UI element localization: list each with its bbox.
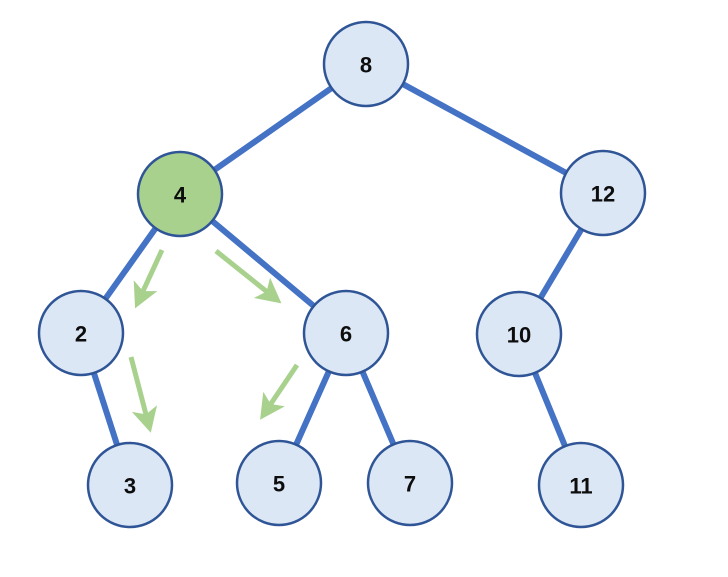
tree-node-6 [302, 289, 390, 377]
traversal-arrow-4-2 [133, 248, 165, 309]
node-label-4: 4 [174, 182, 187, 207]
node-label-10: 10 [507, 322, 531, 347]
tree-node-5 [235, 439, 323, 527]
tree-nodes: 8 4 12 2 6 10 3 5 7 11 [37, 20, 647, 529]
tree-node-11 [537, 441, 625, 529]
tree-node-4-highlighted [136, 150, 224, 238]
node-label-11: 11 [569, 473, 592, 498]
traversal-arrow-4-6 [214, 249, 282, 304]
tree-node-10 [475, 290, 563, 378]
traversal-arrows [128, 248, 300, 433]
tree-node-3 [86, 441, 174, 529]
tree-edges [78, 61, 606, 488]
node-label-8: 8 [360, 52, 372, 77]
tree-node-2 [37, 289, 125, 377]
node-label-7: 7 [404, 471, 416, 496]
tree-node-7 [366, 439, 454, 527]
tree-node-8 [322, 20, 410, 108]
edge-8-12 [363, 61, 606, 196]
node-label-12: 12 [591, 181, 615, 206]
node-label-6: 6 [340, 321, 352, 346]
traversal-arrow-2-3 [128, 356, 158, 433]
node-label-3: 3 [124, 473, 136, 498]
traversal-arrow-6-5 [260, 363, 300, 420]
node-label-5: 5 [273, 471, 285, 496]
node-label-2: 2 [75, 321, 87, 346]
tree-node-12 [559, 149, 647, 237]
